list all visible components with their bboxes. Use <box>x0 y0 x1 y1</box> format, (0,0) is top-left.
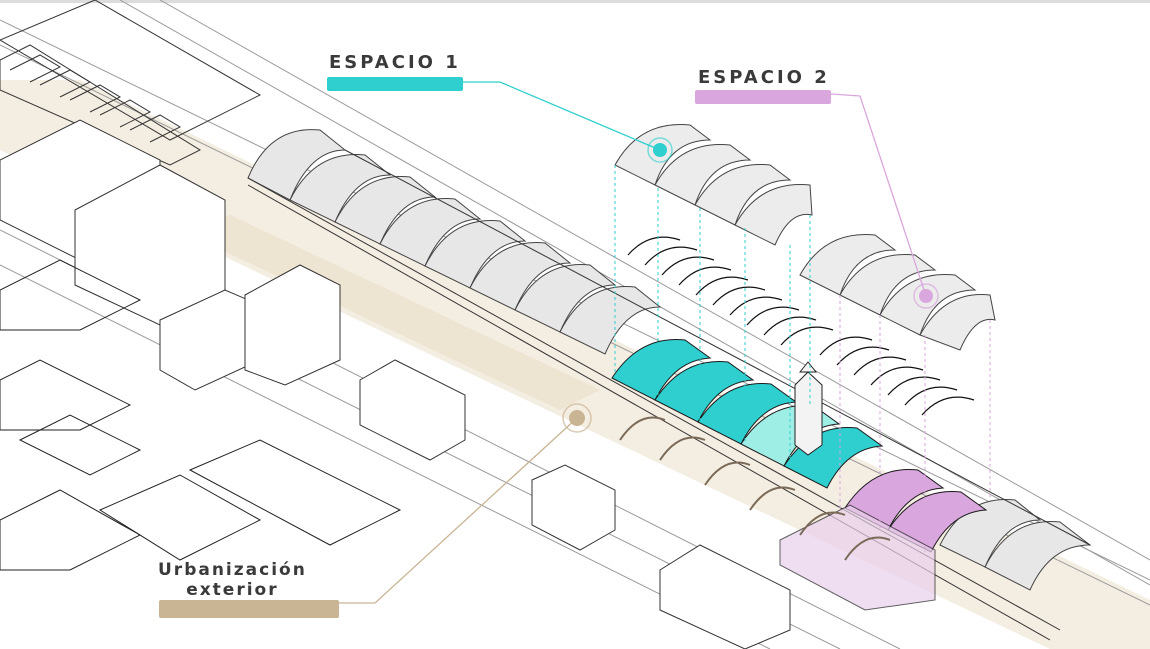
marker-urbanizacion <box>562 403 592 433</box>
urbanizacion-label-line2: exterior <box>186 580 279 600</box>
track-band <box>190 215 600 410</box>
marker-espacio1 <box>647 137 673 163</box>
top-border <box>0 0 1150 3</box>
plan-blocks-top <box>0 0 262 166</box>
espacio2-label: ESPACIO 2 <box>698 67 830 88</box>
exploded-roof-2 <box>799 234 996 351</box>
white-buildings <box>0 119 791 649</box>
marker-espacio2 <box>913 283 939 309</box>
leader-line-espacio1 <box>463 81 661 151</box>
leader-line-urbanizacion <box>339 417 578 604</box>
projection-lines-teal <box>614 165 811 466</box>
clock-tower <box>794 361 823 456</box>
leader-line-espacio2 <box>830 93 927 297</box>
espacio2-volume <box>779 468 988 611</box>
espacio1-color-bar <box>327 77 463 91</box>
projection-lines-pink <box>839 295 991 552</box>
urbanizacion-label-line1: Urbanización <box>158 560 307 580</box>
espacio2-color-bar <box>695 90 831 104</box>
exploded-roof-1 <box>614 124 813 246</box>
canopy-struts <box>619 416 891 561</box>
espacio1-label: ESPACIO 1 <box>329 52 461 73</box>
urbanizacion-label: Urbanización exterior <box>158 560 307 600</box>
truss-arches <box>627 236 975 416</box>
urbanizacion-color-bar <box>159 600 339 618</box>
plan-blocks-bottom <box>0 259 402 571</box>
